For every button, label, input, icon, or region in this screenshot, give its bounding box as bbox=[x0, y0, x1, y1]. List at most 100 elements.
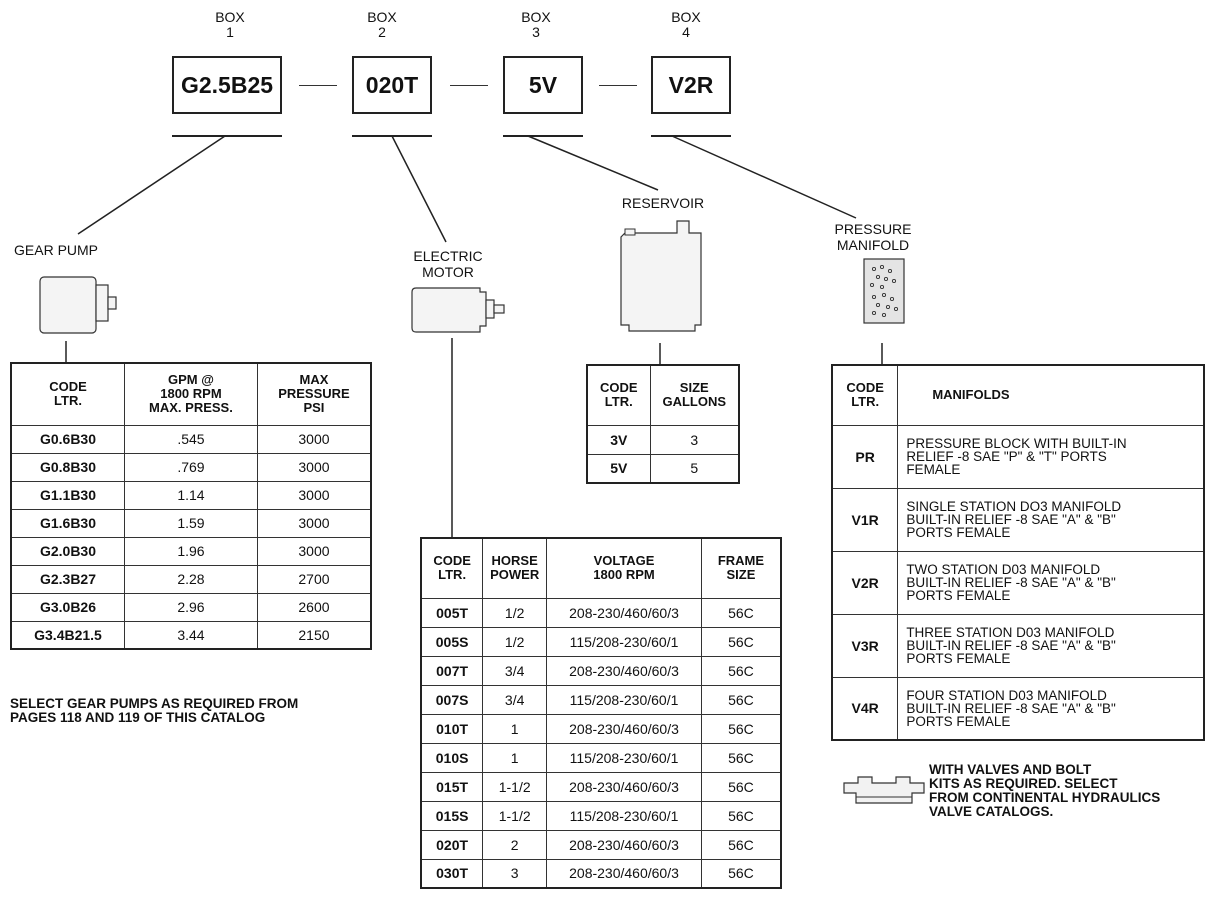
box3-underline bbox=[503, 135, 583, 137]
reservoir-size: 3 bbox=[649, 424, 740, 455]
table-row: G0.6B30 .545 3000 bbox=[10, 424, 372, 454]
motor-code: 005T bbox=[420, 597, 484, 628]
table-row: 010T 1 208-230/460/60/3 56C bbox=[420, 713, 782, 744]
pump-gpm: 2.28 bbox=[123, 564, 258, 594]
motor-header-hp: HORSE POWER bbox=[482, 537, 548, 599]
motor-code: 015S bbox=[420, 800, 484, 831]
motor-frame: 56C bbox=[700, 829, 782, 860]
pump-gpm: 1.96 bbox=[123, 536, 258, 566]
motor-header-voltage: VOLTAGE 1800 RPM bbox=[546, 537, 702, 599]
motor-frame: 56C bbox=[700, 858, 782, 889]
box3-label: BOX 3 bbox=[521, 9, 551, 40]
pump-pressure: 3000 bbox=[256, 424, 372, 454]
motor-hp: 3 bbox=[482, 858, 548, 889]
pump-gpm: .769 bbox=[123, 452, 258, 482]
table-row: G2.3B27 2.28 2700 bbox=[10, 564, 372, 594]
motor-hp: 1/2 bbox=[482, 597, 548, 628]
pump-gpm: 3.44 bbox=[123, 620, 258, 650]
box2-code: 020T bbox=[352, 56, 432, 114]
motor-hp: 3/4 bbox=[482, 684, 548, 715]
manifold-description: TWO STATION D03 MANIFOLD BUILT-IN RELIEF… bbox=[897, 550, 1205, 615]
motor-hp: 1 bbox=[482, 713, 548, 744]
manifold-description: FOUR STATION D03 MANIFOLD BUILT-IN RELIE… bbox=[897, 676, 1205, 741]
table-row: 007T 3/4 208-230/460/60/3 56C bbox=[420, 655, 782, 686]
motor-voltage: 208-230/460/60/3 bbox=[546, 597, 702, 628]
table-row: 020T 2 208-230/460/60/3 56C bbox=[420, 829, 782, 860]
table-row: 030T 3 208-230/460/60/3 56C bbox=[420, 858, 782, 889]
manifold-description: THREE STATION D03 MANIFOLD BUILT-IN RELI… bbox=[897, 613, 1205, 678]
reservoir-code: 3V bbox=[586, 424, 651, 455]
motor-code: 010T bbox=[420, 713, 484, 744]
electric-motor-caption: ELECTRIC MOTOR bbox=[413, 248, 483, 280]
box4-underline bbox=[651, 135, 731, 137]
manifold-header-code: CODE LTR. bbox=[831, 364, 899, 426]
table-row: G1.1B30 1.14 3000 bbox=[10, 480, 372, 510]
motor-voltage: 208-230/460/60/3 bbox=[546, 858, 702, 889]
table-row: PR PRESSURE BLOCK WITH BUILT-IN RELIEF -… bbox=[831, 424, 1205, 489]
table-row: V4R FOUR STATION D03 MANIFOLD BUILT-IN R… bbox=[831, 676, 1205, 741]
motor-frame: 56C bbox=[700, 655, 782, 686]
motor-voltage: 115/208-230/60/1 bbox=[546, 626, 702, 657]
box2-label: BOX 2 bbox=[367, 9, 397, 40]
gear-pump-icon bbox=[39, 276, 117, 334]
box4-code: V2R bbox=[651, 56, 731, 114]
pump-code: G1.6B30 bbox=[10, 508, 125, 538]
motor-frame: 56C bbox=[700, 713, 782, 744]
manifold-header-desc: MANIFOLDS bbox=[897, 364, 1205, 426]
pump-code: G3.4B21.5 bbox=[10, 620, 125, 650]
table-row: 3V 3 bbox=[586, 424, 740, 455]
manifold-code: V2R bbox=[831, 550, 899, 615]
pressure-manifold-caption: PRESSURE MANIFOLD bbox=[834, 221, 912, 253]
motor-frame: 56C bbox=[700, 626, 782, 657]
electric-motor-icon bbox=[411, 287, 505, 333]
reservoir-icon bbox=[620, 220, 702, 332]
manifold-code: V1R bbox=[831, 487, 899, 552]
motor-code: 015T bbox=[420, 771, 484, 802]
table-row: G0.8B30 .769 3000 bbox=[10, 452, 372, 482]
pump-header-gpm: GPM @ 1800 RPM MAX. PRESS. bbox=[123, 362, 258, 426]
gear-pump-table: CODE LTR. GPM @ 1800 RPM MAX. PRESS. MAX… bbox=[10, 362, 372, 650]
pump-gpm: 1.14 bbox=[123, 480, 258, 510]
motor-voltage: 208-230/460/60/3 bbox=[546, 655, 702, 686]
reservoir-size: 5 bbox=[649, 453, 740, 484]
valve-bolt-kit-icon bbox=[843, 776, 925, 804]
pump-code: G3.0B26 bbox=[10, 592, 125, 622]
motor-code: 010S bbox=[420, 742, 484, 773]
connector-box3-reservoir bbox=[527, 135, 659, 191]
pump-code: G0.8B30 bbox=[10, 452, 125, 482]
pump-header-pressure: MAX PRESSURE PSI bbox=[256, 362, 372, 426]
manifold-description: SINGLE STATION DO3 MANIFOLD BUILT-IN REL… bbox=[897, 487, 1205, 552]
manifold-icon bbox=[863, 258, 905, 324]
table-row: V3R THREE STATION D03 MANIFOLD BUILT-IN … bbox=[831, 613, 1205, 678]
manifold-table: CODE LTR. MANIFOLDS PR PRESSURE BLOCK WI… bbox=[831, 364, 1205, 741]
pump-pressure: 2600 bbox=[256, 592, 372, 622]
pump-pressure: 3000 bbox=[256, 508, 372, 538]
pump-pressure: 3000 bbox=[256, 480, 372, 510]
motor-code: 020T bbox=[420, 829, 484, 860]
table-row: 015T 1-1/2 208-230/460/60/3 56C bbox=[420, 771, 782, 802]
table-row: 005T 1/2 208-230/460/60/3 56C bbox=[420, 597, 782, 628]
reservoir-header-size: SIZE GALLONS bbox=[649, 364, 740, 426]
pump-gpm: 2.96 bbox=[123, 592, 258, 622]
table-row: 5V 5 bbox=[586, 453, 740, 484]
separator-dash bbox=[599, 85, 637, 86]
table-row: G3.0B26 2.96 2600 bbox=[10, 592, 372, 622]
connector-box2-motor bbox=[391, 135, 447, 243]
motor-frame: 56C bbox=[700, 771, 782, 802]
table-row: G3.4B21.5 3.44 2150 bbox=[10, 620, 372, 650]
motor-header-frame: FRAME SIZE bbox=[700, 537, 782, 599]
box3-code: 5V bbox=[503, 56, 583, 114]
box1-underline bbox=[172, 135, 282, 137]
separator-dash bbox=[450, 85, 488, 86]
motor-frame: 56C bbox=[700, 597, 782, 628]
table-row: V2R TWO STATION D03 MANIFOLD BUILT-IN RE… bbox=[831, 550, 1205, 615]
motor-hp: 1/2 bbox=[482, 626, 548, 657]
motor-hp: 1-1/2 bbox=[482, 800, 548, 831]
motor-frame: 56C bbox=[700, 684, 782, 715]
table-row: 015S 1-1/2 115/208-230/60/1 56C bbox=[420, 800, 782, 831]
valve-kit-note: WITH VALVES AND BOLT KITS AS REQUIRED. S… bbox=[929, 762, 1161, 819]
box1-code: G2.5B25 bbox=[172, 56, 282, 114]
gear-pump-note: SELECT GEAR PUMPS AS REQUIRED FROM PAGES… bbox=[10, 696, 299, 725]
table-row: 007S 3/4 115/208-230/60/1 56C bbox=[420, 684, 782, 715]
manifold-code: PR bbox=[831, 424, 899, 489]
